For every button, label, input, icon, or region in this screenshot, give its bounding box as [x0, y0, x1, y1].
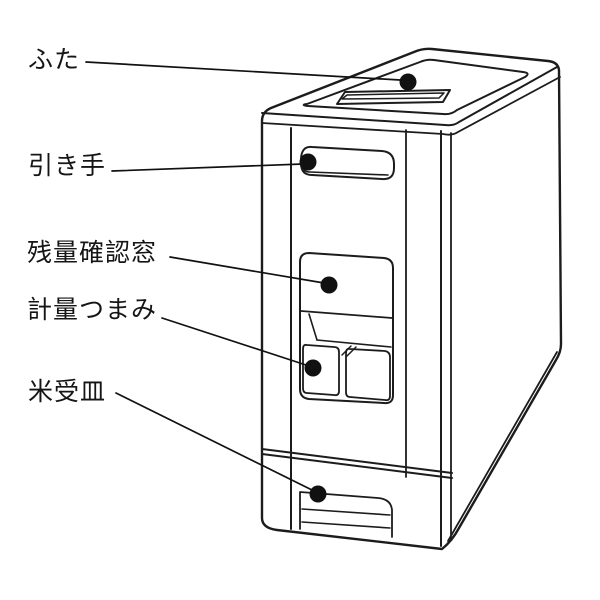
leader-line-pull-handle [111, 163, 304, 172]
label-lid: ふた [28, 45, 81, 74]
label-measuring-knob: 計量つまみ [27, 295, 158, 324]
leader-line-rice-tray [115, 392, 315, 492]
window-outline [299, 252, 394, 405]
label-level-window: 残量確認窓 [27, 238, 158, 267]
drawer-handle-recess [299, 491, 393, 538]
window-recess-shelf [316, 339, 392, 348]
drawer-handle-lip-2 [301, 521, 391, 529]
lid-handle-groove-outer [336, 89, 451, 105]
level-window [299, 252, 394, 405]
callout-dot-pull-handle [299, 153, 317, 171]
top-front-edge [261, 66, 558, 127]
drawer-separation-lower [261, 453, 453, 479]
window-recess-wall [308, 313, 318, 341]
drawer-handle-lip-1 [301, 508, 391, 516]
callout-dot-measuring-knob [304, 359, 322, 377]
window-recess-top-line [300, 310, 393, 319]
leader-line-level-window [169, 256, 325, 284]
lid-handle-groove-inner [341, 92, 445, 100]
leader-line-measuring-knob [161, 317, 310, 367]
knob-chamfer-mark-2 [346, 346, 357, 357]
knob-chamfer-mark-1 [341, 345, 352, 356]
pull-handle-outline [300, 145, 395, 181]
drawer-separation-upper [261, 448, 453, 474]
callout-dot-rice-tray [309, 485, 327, 503]
callout-dot-lid [399, 73, 417, 91]
measuring-knobs [302, 343, 391, 402]
label-pull-handle: 引き手 [28, 151, 107, 180]
dispenser-body [260, 47, 563, 551]
label-rice-tray: 米受皿 [28, 377, 107, 406]
body-outline [260, 47, 563, 551]
leader-line-lid [85, 61, 401, 81]
bottom-right-edge-inner [447, 351, 558, 542]
callouts [85, 61, 417, 503]
knob-left [302, 343, 340, 397]
callout-dot-level-window [320, 276, 338, 294]
lid-top [302, 58, 529, 116]
rice-tray-drawer [261, 448, 453, 538]
lid-outline [302, 58, 529, 116]
